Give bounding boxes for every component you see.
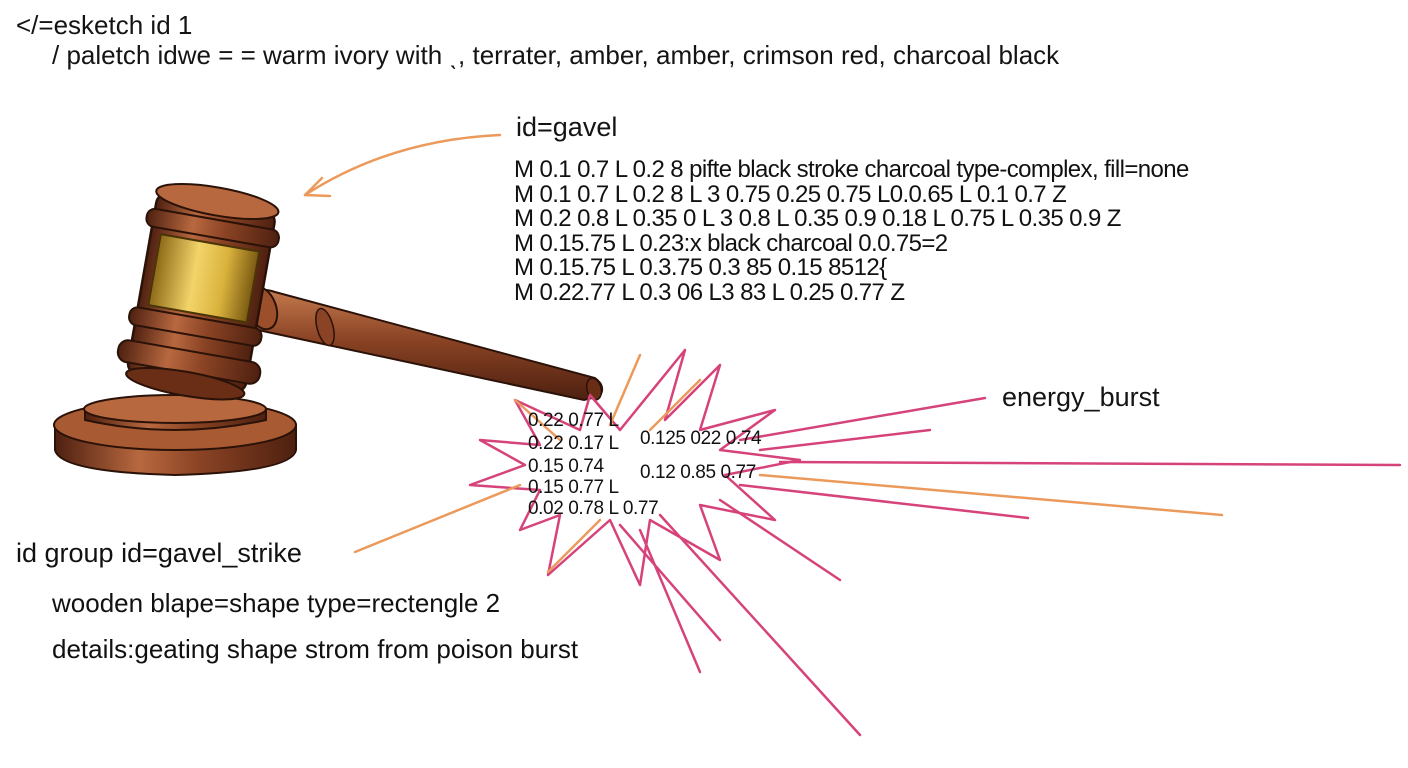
energy-burst-label: energy_burst [1002,382,1160,412]
gavel-arrow [303,133,502,198]
gavel-label: id=gavel [516,112,618,142]
path-line: M 0.15.75 L 0.3.75 0.3 85 0.15 8512{ [514,254,887,281]
path-line: M 0.2 0.8 L 0.35 0 L 3 0.8 L 0.35 0.9 0.… [514,205,1121,232]
path-line: M 0.1 0.7 L 0.2 8 L 3 0.75 0.25 0.75 L0.… [514,180,1067,208]
path-line: M 0.22.77 L 0.3 06 L3 83 L 0.25 0.77 Z [514,278,905,306]
burst-coord: 0.22 0.17 L [528,433,619,454]
burst-coord: 0.125 022 0.74 [640,428,762,449]
group-annotation: id group id=gavel_strike wooden blape=sh… [16,538,578,664]
burst-coord: 0.12 0.85 0.77 [640,462,756,483]
energy-burst [468,348,802,587]
burst-coord: 0.15 0.74 [528,456,604,477]
group-details-line: details:geating shape strom from poison … [52,634,579,664]
gavel-head [116,183,280,401]
group-shape-line: wooden blape=shape type=rectengle 2 [52,588,501,618]
sound-block [53,394,297,477]
path-line: M 0.1 0.7 L 0.2 8 pifte black stroke cha… [514,156,1189,183]
burst-rays [353,396,1402,737]
group-title: id group id=gavel_strike [16,538,302,568]
burst-coord: 0.02 0.78 L 0.77 [528,498,659,519]
burst-coord: 0.15 0.77 L [528,477,619,498]
path-data-block: M 0.1 0.7 L 0.2 8 pifte black stroke cha… [514,156,1189,306]
sketch-header: </=esketch id 1 [16,10,193,40]
burst-coord: 0.22 0.77 L [528,410,619,431]
path-line: M 0.15.75 L 0.23:x black charcoal 0.0.75… [514,229,948,257]
palette-line: / paletch idwe = = warm ivory with ˎ, te… [52,40,1060,70]
